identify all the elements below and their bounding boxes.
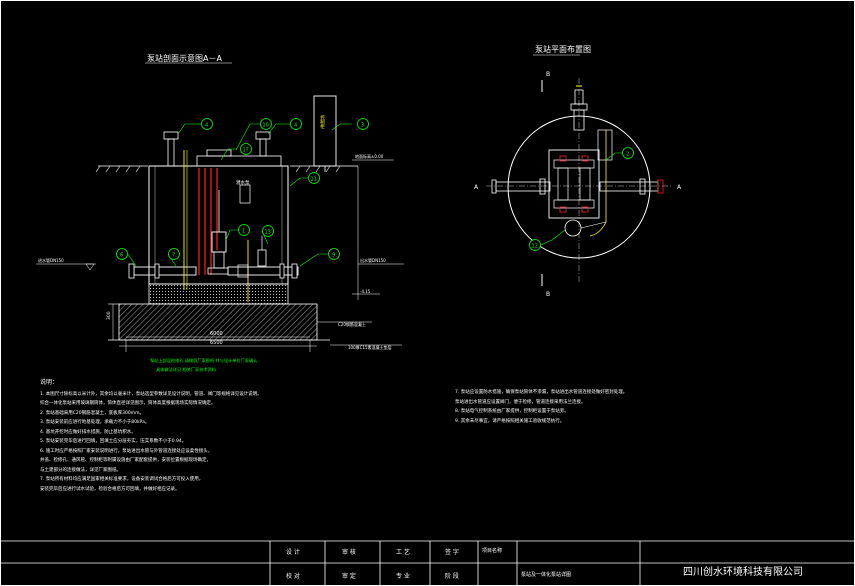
outlet-pipe xyxy=(227,266,299,276)
callout-13: 13 xyxy=(265,230,271,236)
notes-right-line: 泵站进出水管道应设置阀门，便于检修，管道连接采用法兰连接。 xyxy=(455,399,586,405)
callout-9: 9 xyxy=(332,253,335,259)
callout-1: 1 xyxy=(242,229,245,235)
vent-right xyxy=(255,131,271,140)
vent-left xyxy=(163,131,179,140)
notes-left: 说明： 1. 本图尺寸除标高以米计外，其余均以毫米计，泵站选型参数详见设计说明，… xyxy=(40,378,262,494)
notes-left-line: 5. 泵站安装完毕后进行回填，回填土应分层夯实，压实系数不小于0.94。 xyxy=(40,439,187,444)
section-view: 泵站剖面示意图A－A 控制柜 xyxy=(36,53,404,373)
notes-left-line: 安装完毕后应进行试水试验，检验合格后方可回填，并做好相应记录。 xyxy=(40,486,180,492)
section-mark-B-top: B xyxy=(546,71,550,78)
dim-300: 300 xyxy=(106,311,112,320)
control-cabinet xyxy=(313,95,337,167)
callout-7: 7 xyxy=(172,253,175,259)
section-mark-B-bottom: B xyxy=(546,291,550,298)
tb-check: 校 对 xyxy=(286,573,300,580)
notes-left-line: 综合一体化泵站采用玻璃钢筒体，筒体直径详见图示，筒体高度根据现场实际情况确定。 xyxy=(40,401,216,406)
dim-6500: 6500 xyxy=(210,340,223,346)
section-green-note-1: 泵站上部设检修孔 请按照厂家图纸 并与设计单位厂家确认 xyxy=(150,357,258,364)
callout-10: 10 xyxy=(263,123,269,129)
notes-left-line: 6. 施工时应严格按照厂家安装说明进行，泵站进出水管与外管道连接处应设柔性接头， xyxy=(40,448,213,454)
pump-station-shell xyxy=(148,165,289,285)
callout-11: 11 xyxy=(311,177,317,183)
tb-discipline: 专 业 xyxy=(396,573,410,580)
plan-callout-12: 12 xyxy=(532,244,538,250)
plan-title: 泵站平面布置图 xyxy=(535,44,591,54)
section-title: 泵站剖面示意图A－A xyxy=(147,53,222,63)
section-mark-A-left: A xyxy=(474,184,479,191)
notes-left-line: 3. 泵站安装前应进行地基处理，承载力不小于80kPa。 xyxy=(40,420,150,425)
notes-left-line: 2. 泵站基础采用C20钢筋混凝土，底板厚300mm。 xyxy=(40,410,144,416)
plan-callout-2: 2 xyxy=(626,152,629,158)
ground-level-label: 地面标高±0.00 xyxy=(355,153,384,159)
notes-left-line: 井盖、检修孔、通风管、控制柜等附属设施由厂家配套提供，安装位置根据现场确定， xyxy=(40,458,211,463)
callout-4a: 4 xyxy=(205,123,208,129)
bottom-level-label: -4.15 xyxy=(360,289,371,294)
callout-6: 6 xyxy=(120,253,123,259)
pump-motor xyxy=(211,231,227,253)
callout-3: 3 xyxy=(361,123,364,129)
tb-sign: 签 字 xyxy=(445,549,459,556)
tb-drawing-name: 泵站及一体化泵站详图 xyxy=(521,572,572,578)
title-block xyxy=(0,540,855,586)
plan-outlet-pipe xyxy=(599,181,659,192)
tb-design: 设 计 xyxy=(286,549,300,556)
inlet-pipe-label: 进水管DN150 xyxy=(38,257,64,263)
plan-inlet-pipe xyxy=(495,181,551,192)
pump-label: 潜水泵 xyxy=(236,179,250,186)
section-callouts: 4 10 4 3 17 11 1 13 6 7 9 xyxy=(116,118,369,260)
tb-company: 四川创水环境科技有限公司 xyxy=(683,567,803,578)
plan-manhole xyxy=(564,219,582,237)
tb-process: 工 艺 xyxy=(396,549,410,556)
notes-left-line: 7. 泵站所有材料均应满足国家相关标准要求，设备安装调试合格后方可投入使用， xyxy=(40,477,204,482)
tb-approve: 审 定 xyxy=(342,573,356,580)
notes-right-line: 9. 其余未尽事宜，请严格按照相关施工验收规范执行。 xyxy=(455,418,565,424)
notes-left-heading: 说明： xyxy=(40,379,59,386)
gravel-bed xyxy=(148,283,289,305)
plan-view: 泵站平面布置图 B B A A xyxy=(474,44,682,298)
plan-pump-frame xyxy=(548,149,600,219)
notes-right-line: 8. 泵站电气控制系统由厂家提供，控制柜设置于泵站旁。 xyxy=(455,409,569,414)
concrete-base-label: C20钢筋混凝土 xyxy=(338,321,366,327)
callout-17: 17 xyxy=(243,148,249,154)
callout-4b: 4 xyxy=(294,123,297,129)
notes-left-line: 与土建部分的连接做法，详见厂家图纸。 xyxy=(40,467,121,473)
section-mark-A-right: A xyxy=(677,184,682,191)
tb-review: 审 核 xyxy=(342,549,356,556)
notes-left-line: 1. 本图尺寸除标高以米计外，其余均以毫米计，泵站选型参数详见设计说明，管道、阀… xyxy=(40,391,262,397)
outlet-pipe-label: 出水管DN150 xyxy=(360,257,386,263)
notes-right-line: 7. 泵站应设置防水措施，确保泵站筒体不渗漏，泵站进出水管道连接处做好密封处理。 xyxy=(455,390,628,395)
notes-left-line: 4. 基坑开挖时应做好排水措施，防止基坑积水。 xyxy=(40,429,136,435)
tb-stage: 阶 段 xyxy=(445,573,459,580)
notes-right: 7. 泵站应设置防水措施，确保泵站筒体不渗漏，泵站进出水管道连接处做好密封处理。… xyxy=(455,388,627,426)
tb-proj-name: 项目名称 xyxy=(482,548,503,554)
section-green-note-2: 具体做法详见 相关厂家技术资料 xyxy=(156,366,217,373)
cushion-label: 100厚C15素混凝土垫层 xyxy=(348,344,392,350)
dim-6000: 6000 xyxy=(210,331,223,337)
control-cabinet-label: 控制柜 xyxy=(320,114,325,130)
